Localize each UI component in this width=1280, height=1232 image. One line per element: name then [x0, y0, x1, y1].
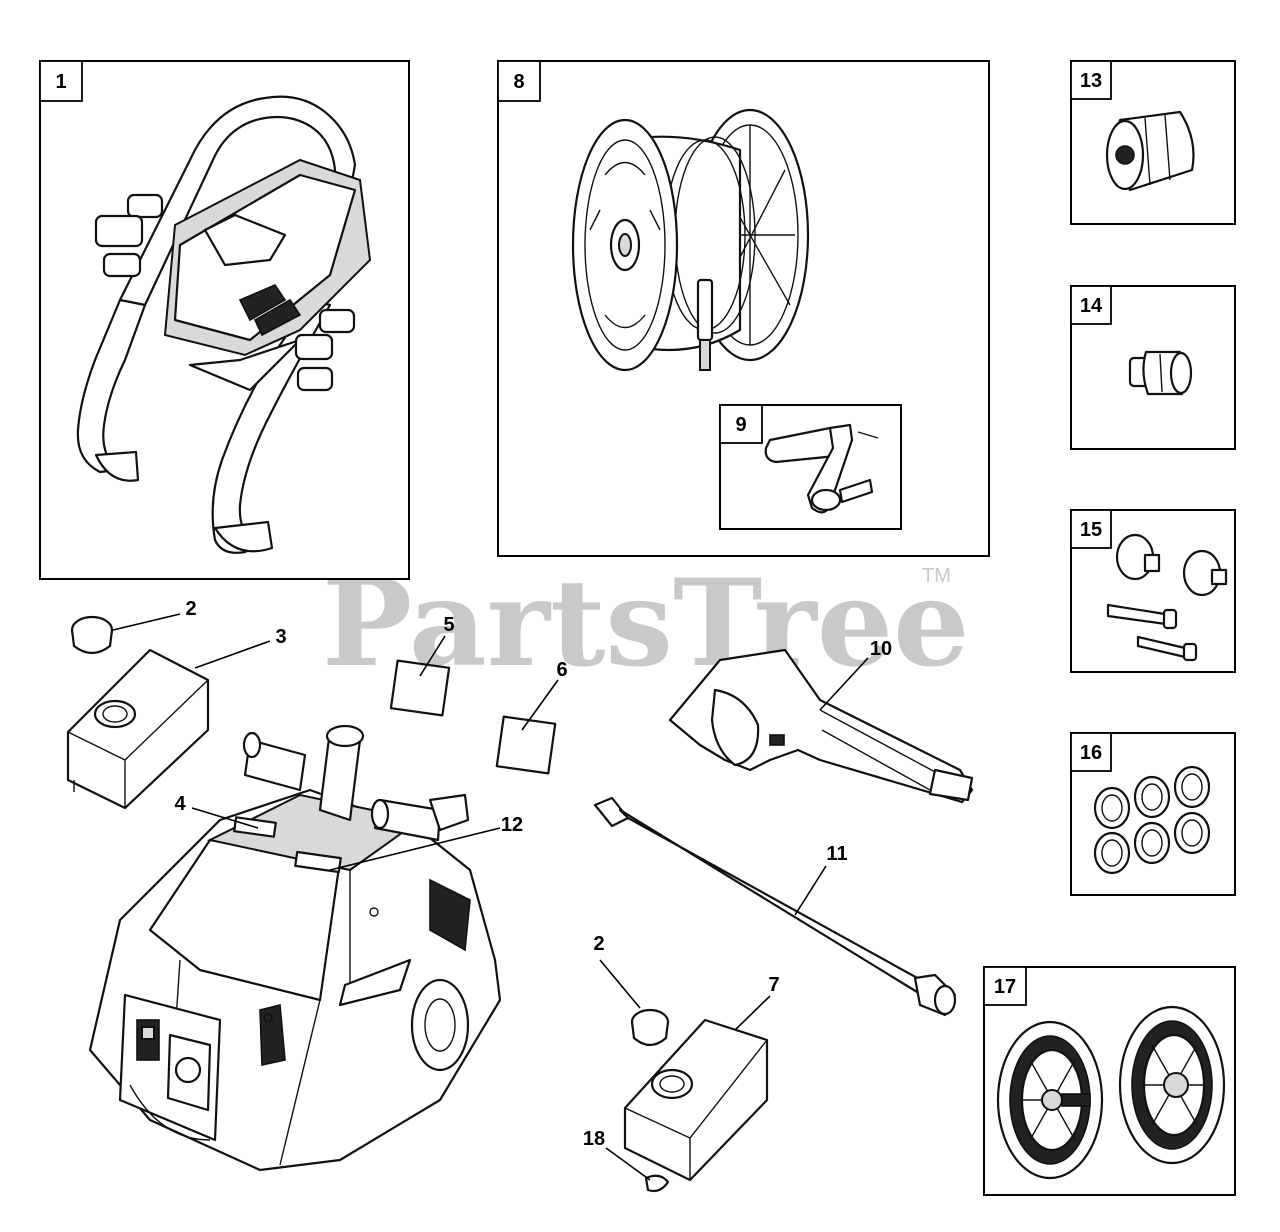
- hose-reel-drawing: [571, 108, 810, 372]
- part-box-15[interactable]: 15: [1070, 509, 1236, 673]
- spray-gun[interactable]: [668, 648, 974, 804]
- part-box-9[interactable]: 9: [719, 404, 902, 530]
- callout-2-left: 2: [185, 598, 196, 620]
- callout-3: 3: [275, 626, 286, 648]
- part-box-8[interactable]: 8 9: [497, 60, 990, 557]
- callout-10: 10: [870, 638, 892, 660]
- part-number-15: 15: [1080, 519, 1102, 541]
- part-number-14: 14: [1080, 295, 1103, 317]
- hose-fitting-drawing: [1128, 350, 1193, 396]
- o-ring-kit-drawing: [1093, 765, 1211, 875]
- part-box-13[interactable]: 13: [1070, 60, 1236, 225]
- part-box-17[interactable]: 17: [983, 966, 1236, 1196]
- part-box-14[interactable]: 14: [1070, 285, 1236, 450]
- detergent-tank-left[interactable]: [66, 648, 210, 810]
- part-number-1: 1: [55, 71, 66, 93]
- callout-7: 7: [768, 974, 779, 996]
- callout-2-right: 2: [593, 933, 604, 955]
- part-number-9: 9: [735, 414, 746, 436]
- pressure-washer-body[interactable]: [88, 724, 502, 1172]
- callout-11: 11: [826, 843, 847, 865]
- callouts: 2 3 4 5 6 7 2 10 11 12 18: [112, 598, 892, 1181]
- cap-right[interactable]: [630, 1008, 670, 1047]
- wheels-drawing: [996, 1005, 1226, 1180]
- frame-handle-drawing: [76, 95, 372, 554]
- quick-connect-adapter-drawing: [1105, 110, 1195, 192]
- callout-6: 6: [556, 659, 567, 681]
- spray-wand[interactable]: [593, 796, 957, 1017]
- callout-5: 5: [443, 614, 454, 636]
- part-number-8: 8: [513, 71, 524, 93]
- knob-bolt-kit-drawing: [1106, 533, 1228, 662]
- callout-4: 4: [174, 793, 186, 815]
- part-number-13: 13: [1080, 70, 1102, 92]
- callout-18: 18: [583, 1128, 605, 1150]
- part-number-17: 17: [994, 976, 1016, 998]
- watermark-trademark: TM: [922, 565, 951, 587]
- cap-left[interactable]: [70, 615, 114, 655]
- part-number-16: 16: [1080, 742, 1102, 764]
- part-box-1[interactable]: 1: [39, 60, 410, 580]
- part-box-16[interactable]: 16: [1070, 732, 1236, 896]
- reel-crank-drawing: [764, 423, 879, 514]
- callout-12: 12: [501, 814, 523, 836]
- detergent-tank-right[interactable]: [623, 1018, 769, 1182]
- decal-5[interactable]: [389, 659, 451, 717]
- clip-18[interactable]: [644, 1174, 670, 1193]
